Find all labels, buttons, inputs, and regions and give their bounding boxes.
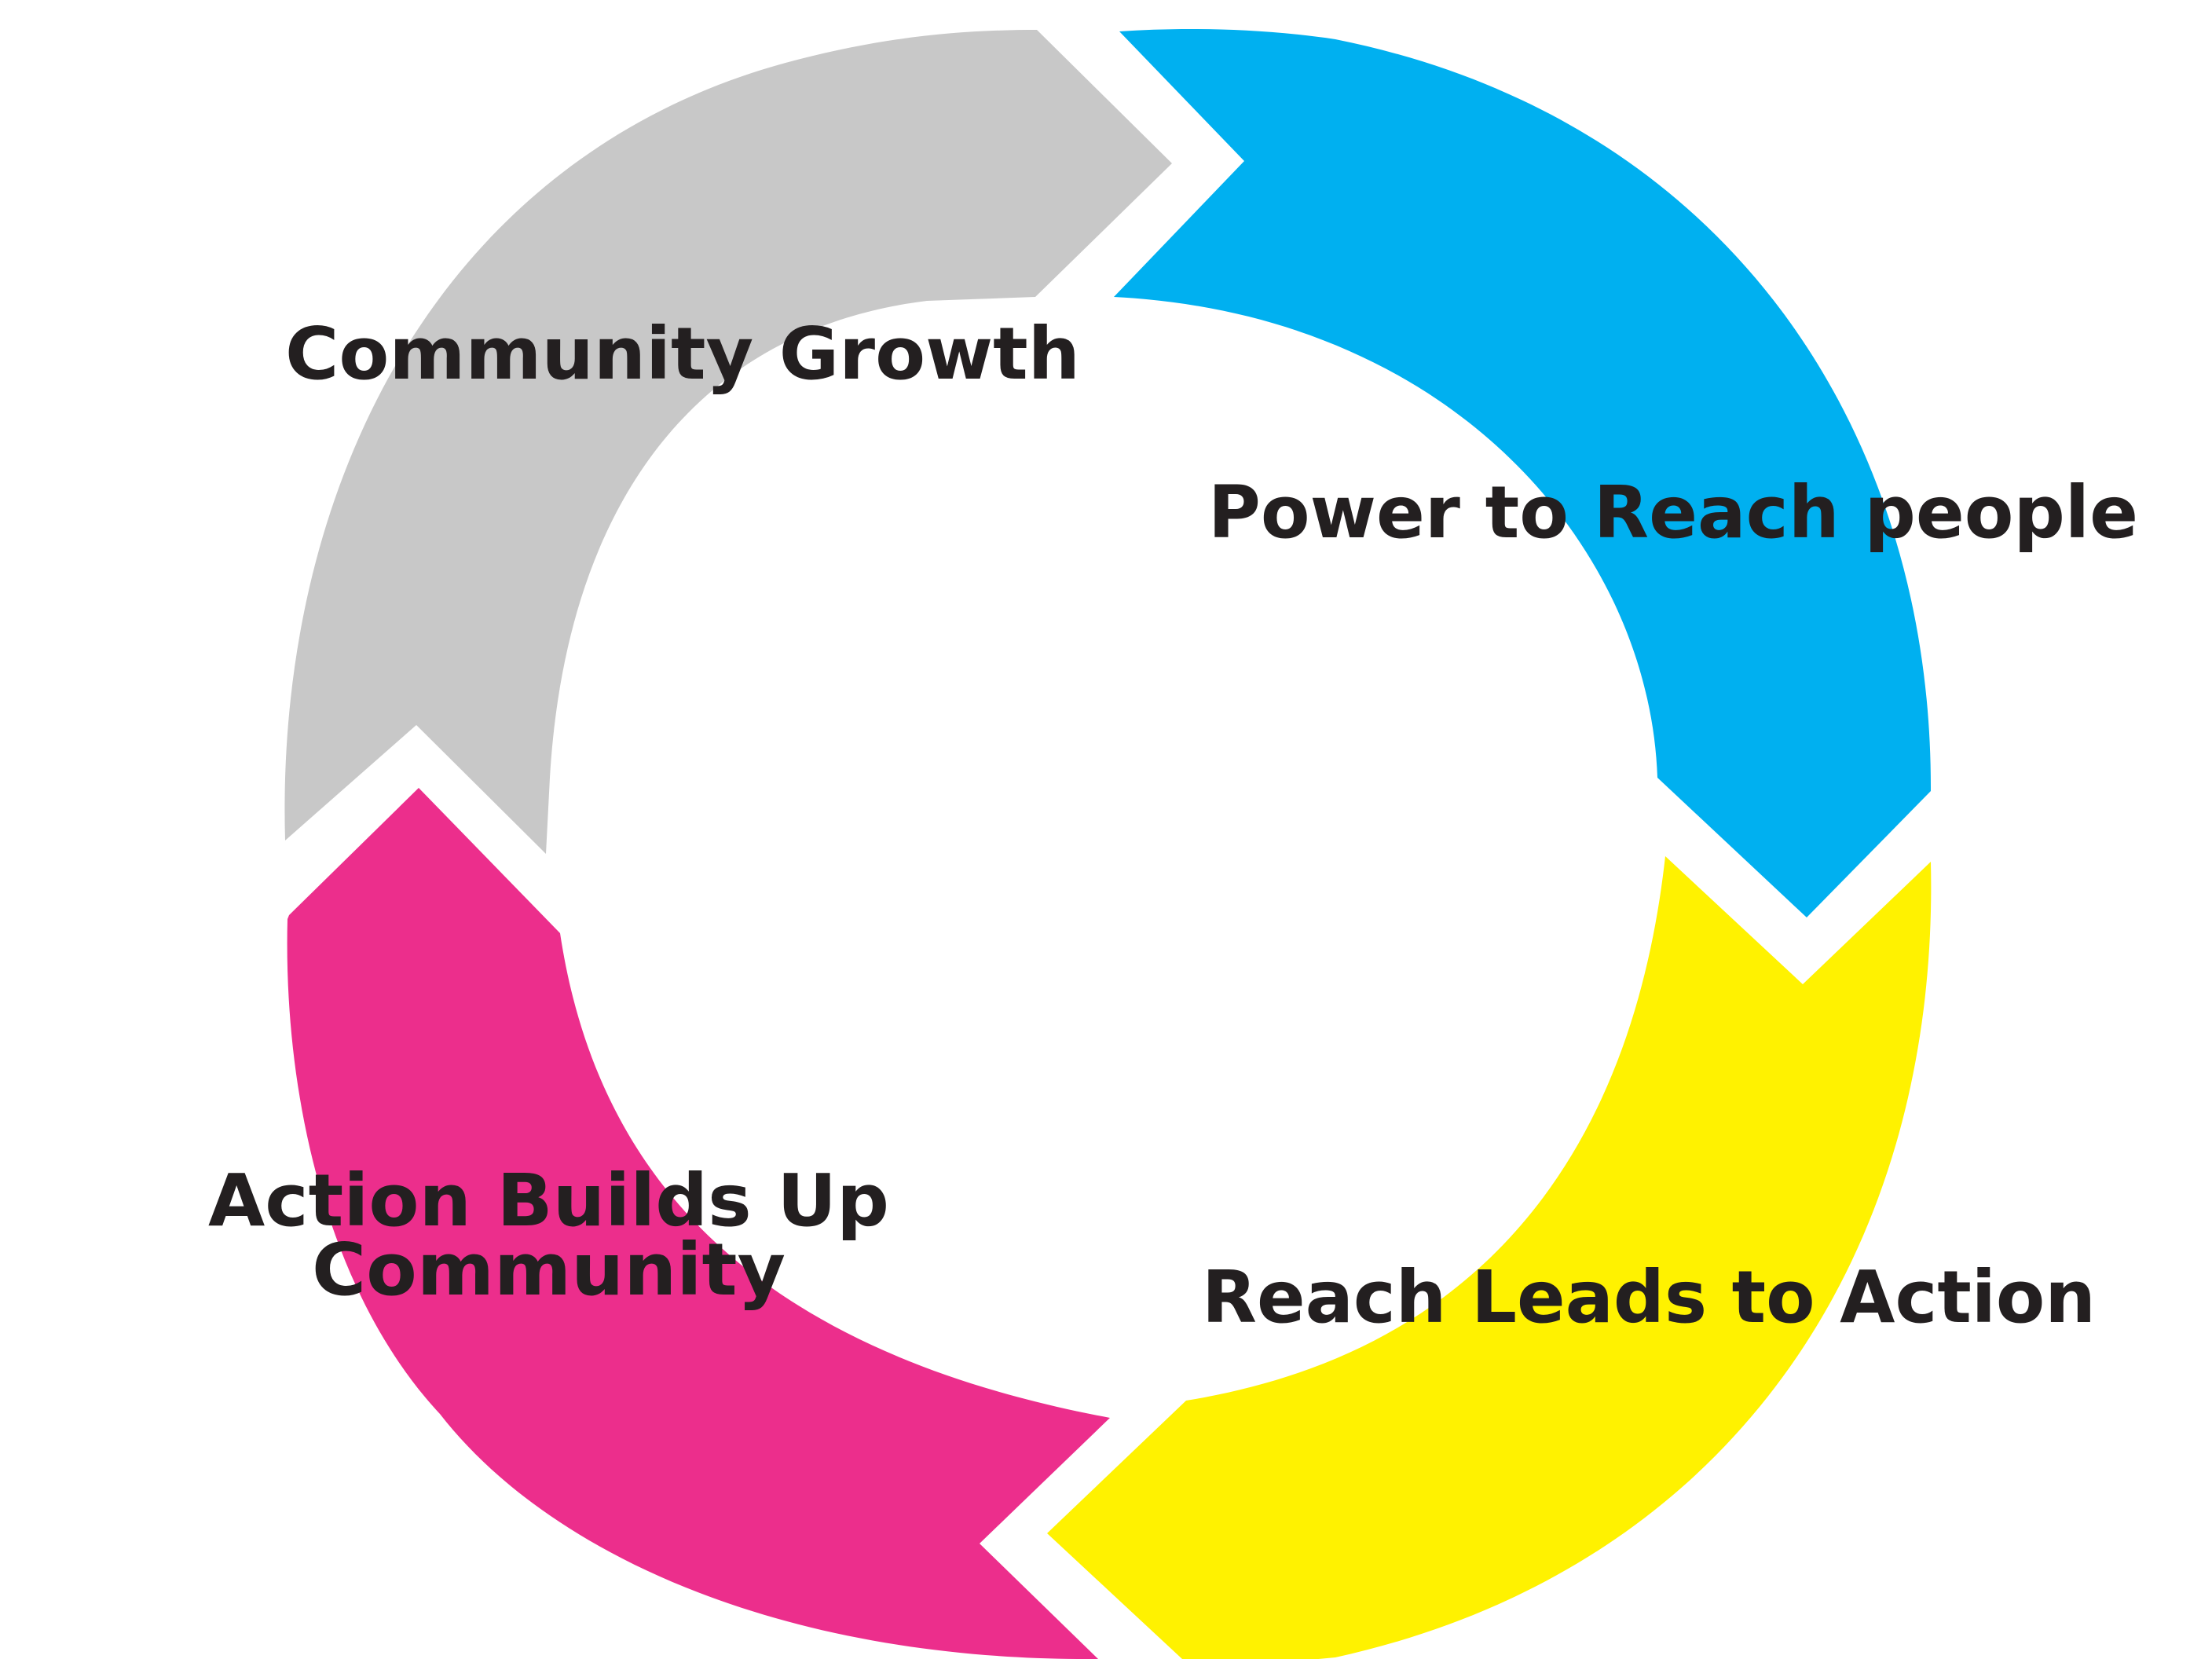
cycle-arrow-reach-leads-to-action: [1047, 856, 1932, 1659]
cycle-arrow-power-to-reach-people: [1114, 29, 1932, 917]
cycle-arrow-action-builds-up-community: [287, 788, 1110, 1659]
label-reach-leads-to-action: Reach Leads to Action: [1202, 1255, 2096, 1339]
label-action-builds-up-line-1: Action Builds Up: [208, 1159, 889, 1243]
label-community-growth: Community Growth: [285, 312, 1080, 396]
label-action-builds-up-line-2: Community: [312, 1228, 786, 1312]
label-power-to-reach-people: Power to Reach people: [1208, 471, 2138, 555]
cycle-arrow-community-growth: [284, 30, 1173, 854]
